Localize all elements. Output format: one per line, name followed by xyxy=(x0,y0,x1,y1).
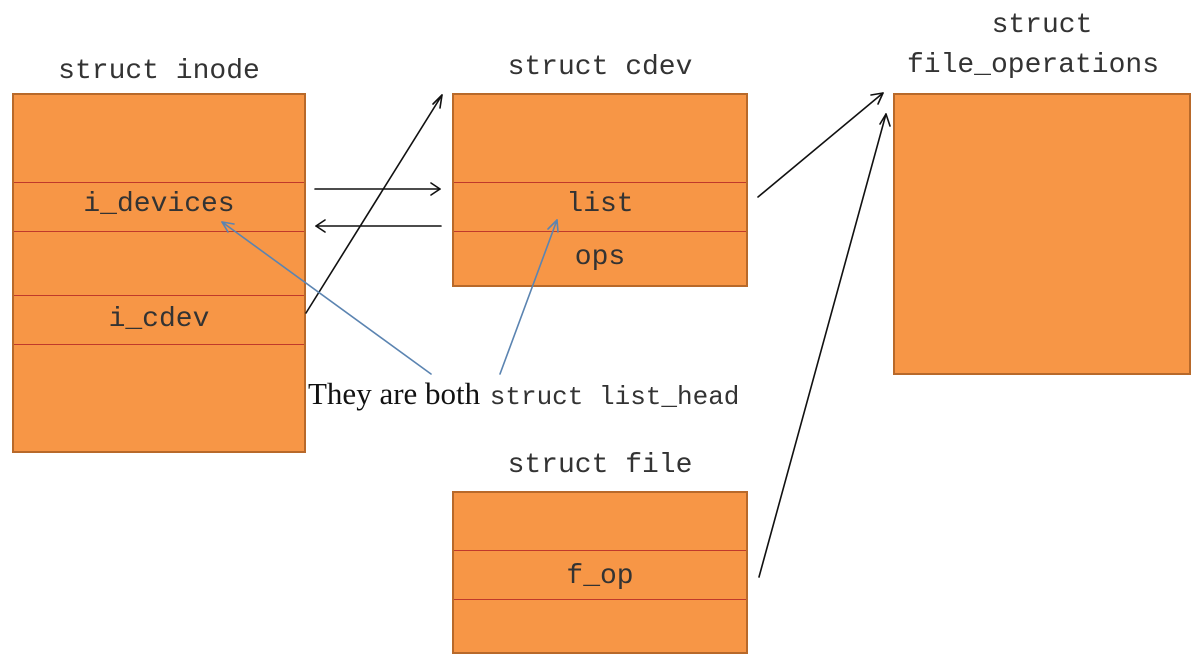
cdev-divider xyxy=(454,231,746,232)
cdev-box: list ops xyxy=(452,93,748,287)
file-operations-title-line1: struct xyxy=(991,10,1093,41)
arrow-i-devices-to-list xyxy=(314,182,441,196)
cdev-field-list: list xyxy=(566,189,634,220)
inode-field-i-devices: i_devices xyxy=(83,189,235,220)
inode-divider xyxy=(14,182,304,183)
inode-box: i_devices i_cdev xyxy=(12,93,306,453)
cdev-field-ops: ops xyxy=(574,242,626,273)
inode-divider xyxy=(14,231,304,232)
file-box: f_op xyxy=(452,491,748,654)
inode-title: struct inode xyxy=(58,56,260,87)
arrow-ops-to-file-operations xyxy=(757,92,884,198)
arrow-f-op-to-file-operations xyxy=(758,113,891,578)
arrow-i-cdev-to-cdev xyxy=(305,94,443,314)
file-title: struct file xyxy=(507,450,693,481)
cdev-divider xyxy=(454,182,746,183)
file-operations-title-line2: file_operations xyxy=(906,50,1160,81)
inode-field-i-cdev: i_cdev xyxy=(108,304,210,335)
file-field-f-op: f_op xyxy=(566,561,634,592)
inode-divider xyxy=(14,344,304,345)
annotation-type: struct list_head xyxy=(489,382,740,412)
inode-divider xyxy=(14,295,304,296)
annotation-prefix: They are both xyxy=(308,376,481,411)
file-operations-box xyxy=(893,93,1191,375)
file-divider xyxy=(454,550,746,551)
file-divider xyxy=(454,599,746,600)
arrow-list-to-i-devices xyxy=(315,219,442,233)
cdev-title: struct cdev xyxy=(507,52,693,83)
annotation-note: They are both struct list_head xyxy=(308,376,739,418)
